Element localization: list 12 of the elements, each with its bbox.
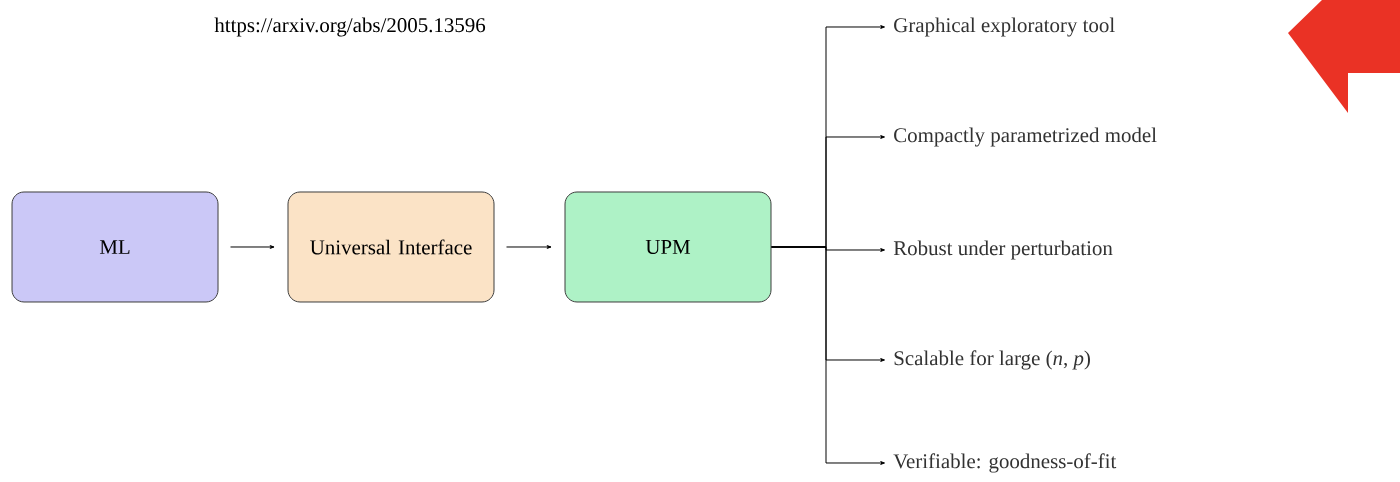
arrow	[506, 245, 552, 249]
process-box: Universal Interface	[287, 191, 495, 303]
outcome-text: Robust under perturbation	[893, 240, 1113, 260]
outcome-text: Scalable for large (n, p)	[894, 350, 1090, 370]
process-box: ML	[11, 191, 219, 303]
arrow	[230, 245, 275, 249]
outcome-text: Verifiable: goodness-of-fit	[893, 453, 1117, 473]
url-text: https://arxiv.org/abs/2005.13596	[214, 17, 486, 37]
process-box: UPM	[564, 191, 772, 303]
outcome-text: Graphical exploratory tool	[894, 17, 1115, 37]
arrow	[771, 246, 886, 465]
outcome-text: Compactly parametrized model	[894, 127, 1157, 147]
